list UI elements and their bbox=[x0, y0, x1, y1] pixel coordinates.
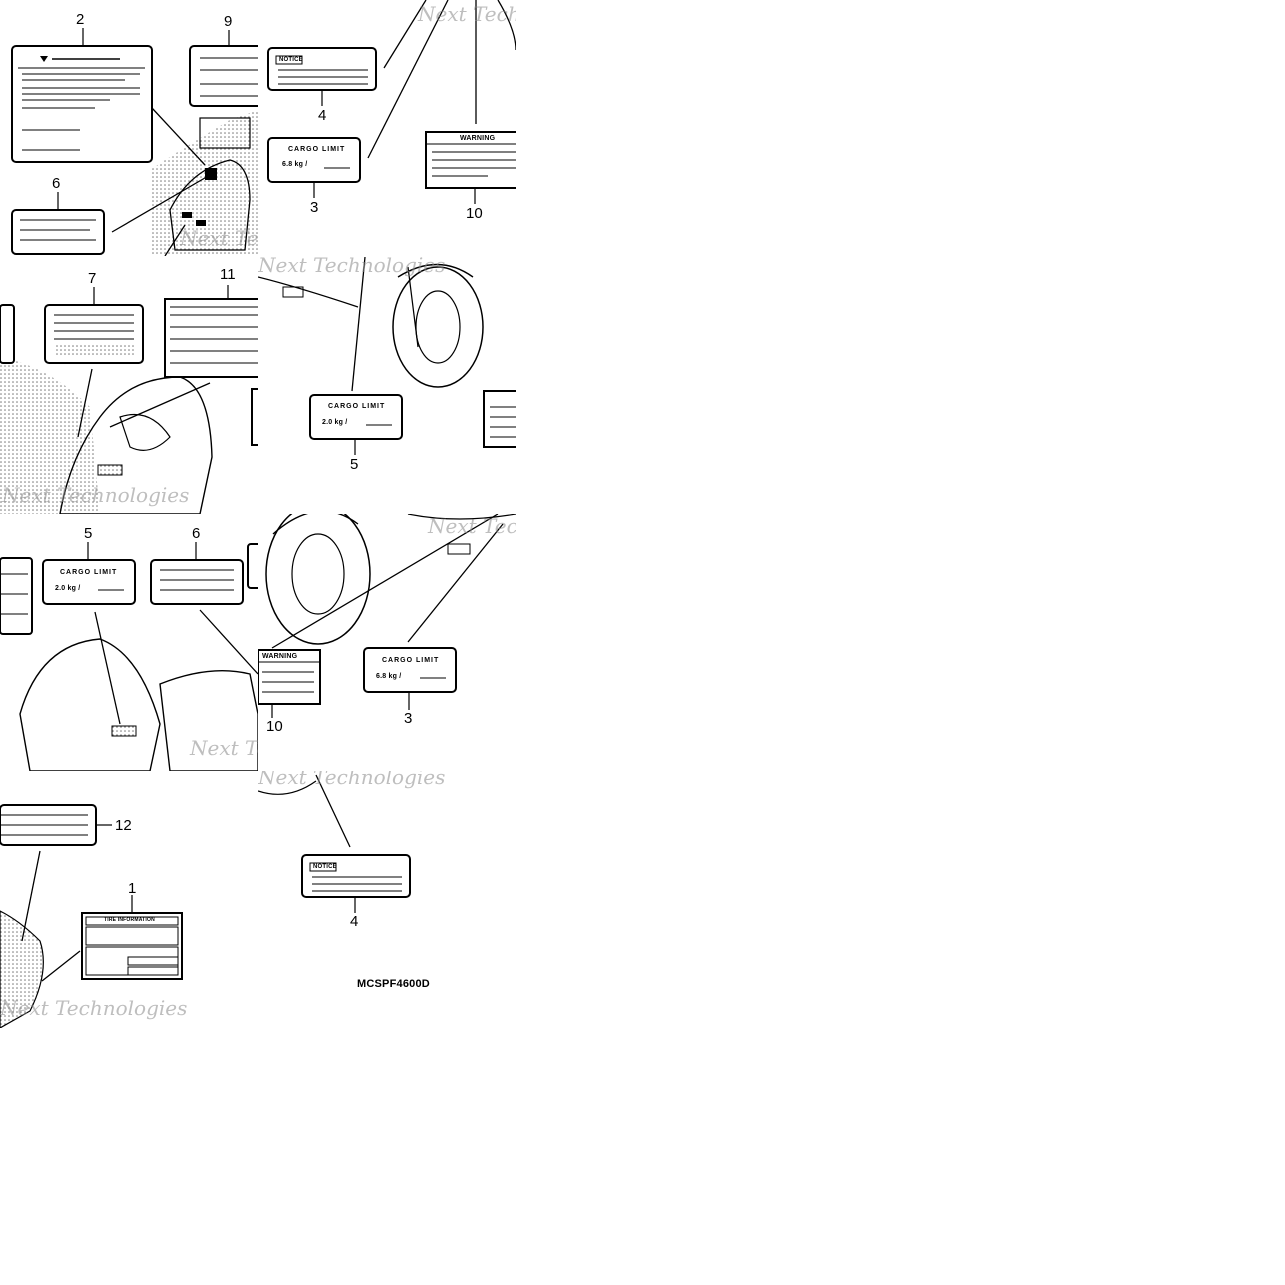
callout-9: 9 bbox=[224, 13, 233, 30]
label-2-box bbox=[11, 45, 153, 163]
tile-a-drawing bbox=[11, 28, 258, 256]
rear-wheel bbox=[265, 514, 371, 645]
callout-11: 11 bbox=[220, 266, 236, 283]
warning-title: WARNING bbox=[262, 653, 298, 660]
callout-1: 1 bbox=[128, 880, 137, 897]
watermark: Next Technologies bbox=[258, 257, 446, 277]
tile-warning-labels-top-left: 2 9 6 Next Technologies bbox=[0, 0, 258, 256]
tile-tire-info: TIRE INFORMATION 12 1 Next Technologies bbox=[0, 771, 258, 1028]
callout-4: 4 bbox=[350, 913, 359, 930]
seat-outline bbox=[159, 670, 258, 771]
cargo-weight: 6.8 kg / bbox=[282, 161, 308, 168]
cargo-limit-title: CARGO LIMIT bbox=[382, 657, 440, 664]
tire-info-title: TIRE INFORMATION bbox=[104, 917, 155, 923]
label-3-box bbox=[267, 137, 361, 183]
watermark: Next Technologies bbox=[190, 736, 258, 760]
bike-rack bbox=[199, 117, 251, 149]
callout-12: 12 bbox=[115, 817, 132, 834]
label-3-box bbox=[363, 647, 457, 693]
callout-4: 4 bbox=[318, 107, 327, 124]
tile-b-drawing bbox=[267, 0, 516, 204]
tile-e-drawing bbox=[0, 542, 258, 771]
tile-front-labels: 7 11 Next Technologies bbox=[0, 257, 258, 514]
watermark: Next Technologies bbox=[180, 226, 258, 250]
reference-code: MCSPF4600D bbox=[357, 978, 430, 990]
callout-5: 5 bbox=[84, 525, 93, 542]
tile-g-drawing bbox=[0, 804, 183, 1028]
label-11-box bbox=[164, 298, 258, 378]
callout-3: 3 bbox=[310, 199, 319, 216]
front-wheel bbox=[392, 266, 484, 388]
cargo-weight: 2.0 kg / bbox=[322, 419, 348, 426]
label-location-mark bbox=[205, 168, 217, 180]
tile-f-drawing bbox=[258, 514, 516, 718]
cargo-weight: 6.8 kg / bbox=[376, 673, 402, 680]
watermark: Next Technologies bbox=[428, 514, 516, 538]
tile-notice-reference: NOTICE 4 MCSPF4600D Next Technologies bbox=[258, 771, 516, 1028]
front-fairing-outline bbox=[59, 376, 213, 514]
cargo-limit-title: CARGO LIMIT bbox=[288, 146, 346, 153]
warning-title: WARNING bbox=[460, 135, 496, 142]
cargo-limit-title: CARGO LIMIT bbox=[328, 403, 386, 410]
watermark: Next Technologies bbox=[0, 996, 188, 1020]
callout-6: 6 bbox=[192, 525, 201, 542]
watermark: Next Technologies bbox=[418, 2, 516, 26]
watermark: Next Technologies bbox=[2, 483, 190, 507]
label-10-box bbox=[258, 649, 321, 705]
notice-tag: NOTICE bbox=[313, 864, 337, 870]
callout-6: 6 bbox=[52, 175, 61, 192]
callout-10: 10 bbox=[266, 718, 283, 735]
callout-2: 2 bbox=[76, 11, 85, 28]
label-6-box bbox=[150, 559, 244, 605]
windscreen-outline bbox=[19, 638, 161, 771]
tile-rear-wheel-cargo: WARNING CARGO LIMIT 6.8 kg / 10 3 Next T… bbox=[258, 514, 516, 771]
label-5-box bbox=[42, 559, 136, 605]
watermark: Next Technologies bbox=[258, 771, 446, 789]
notice-tag: NOTICE bbox=[279, 57, 303, 63]
tile-d-drawing bbox=[258, 257, 516, 455]
callout-3: 3 bbox=[404, 710, 413, 727]
cargo-limit-title: CARGO LIMIT bbox=[60, 569, 118, 576]
tile-cargo-notice-warning: NOTICE CARGO LIMIT 6.8 kg / WARNING 4 3 … bbox=[258, 0, 516, 256]
tile-h-drawing bbox=[258, 774, 411, 913]
bike-fairing-outline bbox=[169, 159, 251, 251]
tile-front-wheel-cargo: CARGO LIMIT 2.0 kg / 5 Next Technologies bbox=[258, 257, 516, 514]
callout-10: 10 bbox=[466, 205, 483, 222]
callout-7: 7 bbox=[88, 270, 97, 287]
callout-5: 5 bbox=[350, 456, 359, 473]
label-9-box bbox=[189, 45, 258, 107]
label-5-box bbox=[309, 394, 403, 440]
tile-c-drawing bbox=[0, 285, 258, 514]
label-6-box bbox=[11, 209, 105, 255]
shaded-bike-body bbox=[150, 110, 258, 256]
tile-rear-labels: CARGO LIMIT 2.0 kg / 5 6 Next Technologi… bbox=[0, 514, 258, 771]
cargo-weight: 2.0 kg / bbox=[55, 585, 81, 592]
bike-nose bbox=[0, 910, 44, 1028]
